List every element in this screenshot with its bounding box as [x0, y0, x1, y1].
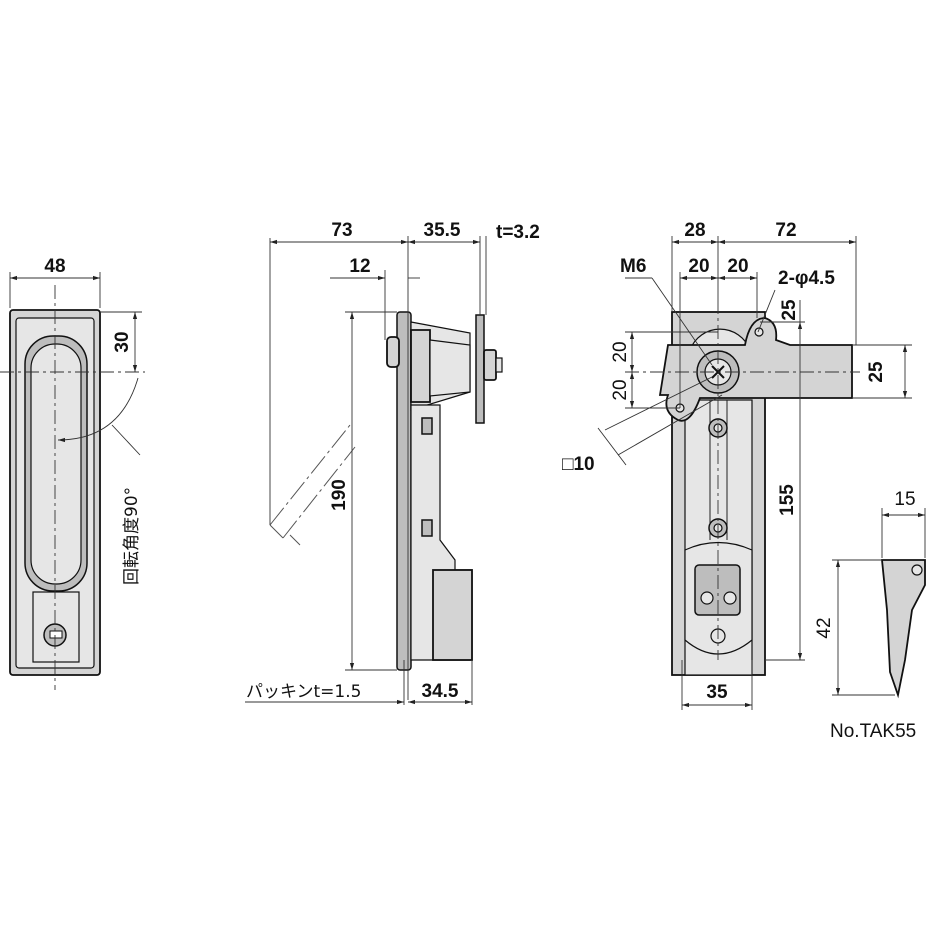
vertical-pitch-bottom-label: 20	[610, 379, 631, 400]
left-width-label: 28	[684, 220, 705, 241]
key-width-label: 15	[894, 489, 915, 510]
length-label: 155	[777, 484, 798, 516]
lever-width-label: 25	[866, 361, 887, 383]
thread-label: M6	[620, 256, 646, 277]
bottom-width-label: 35	[706, 682, 728, 703]
rear-view: 28 72 20 20 2-φ4.5 M6 25 20 20 25 □	[562, 220, 912, 710]
hole-offset-label: 25	[779, 299, 800, 321]
key-length-label: 42	[814, 617, 835, 638]
side-view: 73 35.5 t=3.2 12 190 パッキンt=1.5 34.5	[245, 220, 540, 705]
depth-label: 73	[331, 220, 352, 241]
hole-icon	[754, 327, 764, 337]
panel-plate	[475, 314, 485, 424]
model-number: No.TAK55	[830, 721, 916, 742]
square-drive-label: □10	[562, 454, 595, 475]
height-label: 190	[329, 479, 350, 511]
lever-length-label: 72	[775, 220, 796, 241]
holes-label: 2-φ4.5	[778, 268, 835, 289]
front-view: 48 30 回転角度90°	[0, 256, 145, 690]
packing-label: パッキンt=1.5	[246, 682, 361, 702]
offset-label: 12	[349, 256, 370, 277]
rotation-angle-label: 回転角度90°	[122, 487, 142, 585]
key-view: 15 42	[814, 489, 926, 699]
key-icon	[881, 559, 926, 699]
body-depth-label: 35.5	[424, 220, 461, 241]
hole-pitch-right-label: 20	[727, 256, 748, 277]
rear-depth-label: 34.5	[422, 681, 459, 702]
vertical-pitch-top-label: 20	[610, 341, 631, 362]
side-flange	[396, 311, 412, 671]
hole-pitch-left-label: 20	[688, 256, 709, 277]
handle-offset-label: 30	[112, 331, 133, 352]
plate-thickness-label: t=3.2	[496, 222, 540, 243]
front-width-label: 48	[44, 256, 65, 277]
